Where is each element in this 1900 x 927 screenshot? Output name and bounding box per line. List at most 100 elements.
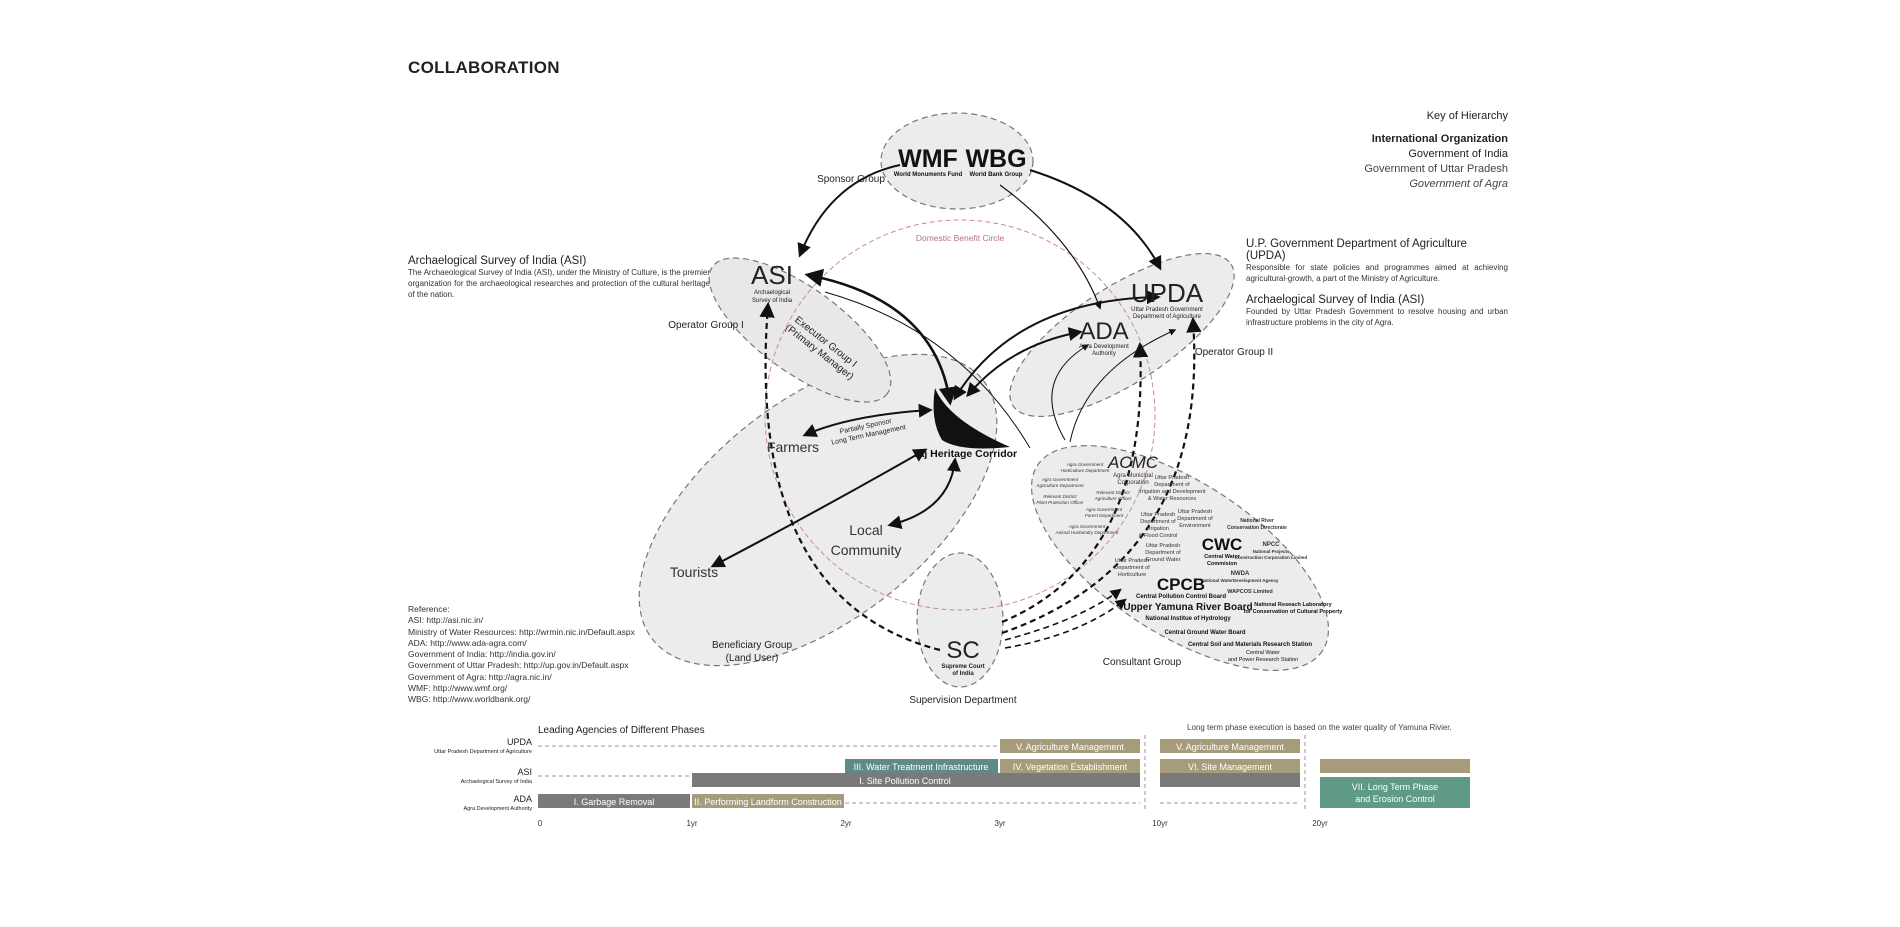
asi-right-description-body: Founded by Uttar Pradesh Government to r… <box>1246 307 1508 327</box>
consultant-text: Central Ground Water Board <box>1164 630 1245 636</box>
consultant-text: Agriculture Officer <box>1094 496 1132 501</box>
arrow-wmf-asi <box>797 164 901 258</box>
beneficiary-group-label-2: (Land User) <box>726 653 779 664</box>
key-level-india: Government of India <box>1408 148 1508 160</box>
reference-agra: Government of Agra: http://agra.nic.in/ <box>408 671 552 682</box>
arrow-consultant-upda <box>1069 329 1177 443</box>
phase-bar <box>692 773 1140 787</box>
reference-list: Reference: ASI: http://asi.nic.in/ Minis… <box>408 604 635 706</box>
cpcb-abbr: CPCB <box>1157 575 1205 594</box>
arrow-asi-thc <box>804 268 957 406</box>
consultant-text: National Projects <box>1253 549 1290 554</box>
tourists-label: Tourists <box>670 564 718 580</box>
asi-right-description-heading: Archaelogical Survey of India (ASI) <box>1246 294 1425 306</box>
phase-bar <box>692 794 844 808</box>
phase-bar <box>1160 759 1300 773</box>
consultant-text: Department of <box>1145 550 1181 556</box>
upda-description: U.P. Government Department of Agricultur… <box>1246 238 1508 284</box>
consultant-text: Uttar Pradesh <box>1155 475 1190 481</box>
phase-label: IV. Vegetation Establishment <box>1013 762 1128 772</box>
wmf-abbr: WMF <box>898 145 958 173</box>
reference-india: Government of India: http://india.gov.in… <box>408 649 556 660</box>
consultant-text: & Water Resources <box>1148 496 1196 502</box>
consultant-up-departments: Uttar Pradesh Department of Irrigation a… <box>1114 475 1307 595</box>
consultant-text: National Reseach Laboratory <box>1254 602 1332 608</box>
consultant-text: for Conservation of Cultural Property <box>1244 609 1344 615</box>
consultant-text: Forest Department <box>1085 513 1124 518</box>
tick-label: 10yr <box>1152 819 1168 828</box>
tick-label: 2yr <box>840 819 851 828</box>
consultant-text: Conservation Directorate <box>1227 525 1287 531</box>
consultant-bold-agencies: Upper Yamuna River Board National Reseac… <box>1123 602 1343 663</box>
acmc-abbr: ACMC <box>1107 453 1159 472</box>
timeline-note: Long term phase execution is based on th… <box>1187 723 1452 732</box>
consultant-text: Central Soil and Materials Research Stat… <box>1188 642 1312 648</box>
upda-description-body: Responsible for state policies and progr… <box>1246 263 1508 283</box>
phase-bar <box>538 794 690 808</box>
phase-label: II. Performing Landform Construction <box>694 797 842 807</box>
consultant-group-label: Consultant Group <box>1103 657 1182 668</box>
asi-description-heading: Archaelogical Survey of India (ASI) <box>408 255 587 267</box>
acmc-name-2: Corporation <box>1117 480 1148 486</box>
domestic-benefit-circle <box>764 219 1156 611</box>
consultant-text: National WaterDevelopment Agency <box>1202 578 1279 583</box>
arrow-sc-upda <box>1001 316 1202 635</box>
tick-label: 3yr <box>994 819 1005 828</box>
sc-abbr: SC <box>946 637 979 664</box>
consultant-text: Agra Government <box>1068 524 1106 529</box>
tick-label: 20yr <box>1312 819 1328 828</box>
consultant-text: Agra Government <box>1085 507 1123 512</box>
reference-heading: Reference: <box>408 604 450 614</box>
consultant-text: Animal Husbandry Department <box>1055 530 1120 535</box>
reference-wbg: WBG: http://www.worldbank.org/ <box>408 694 531 705</box>
consultant-text: Agra Government <box>1066 462 1104 467</box>
consultant-text: Department of <box>1154 482 1190 488</box>
phase-bar <box>1320 759 1470 773</box>
key-level-international: International Organization <box>1371 133 1508 145</box>
consultant-text: Agriculture Department <box>1035 483 1084 488</box>
asi-name-2: Survey of India <box>752 298 793 304</box>
reference-ada: ADA: http://www.ada-agra.com/ <box>408 637 527 648</box>
thc-label: Taj Heritage Corridor <box>913 448 1017 460</box>
consultant-text: Relevant District <box>1096 490 1130 495</box>
key-level-agra: Government of Agra <box>1409 178 1508 190</box>
consultant-text: Uttar Pradesh <box>1146 543 1181 549</box>
arrow-sc-ada <box>1001 341 1149 624</box>
upda-description-heading: U.P. Government Department of Agricultur… <box>1246 238 1467 262</box>
phase-label: III. Water Treatment Infrastructure <box>854 762 989 772</box>
taj-heritage-corridor-icon <box>933 388 1010 449</box>
timeline-row-labels: UPDA Uttar Pradesh Department of Agricul… <box>434 737 533 812</box>
tick-label: 1yr <box>686 819 697 828</box>
consultant-text: Uttar Pradesh <box>1178 509 1213 515</box>
consultant-text: Construction Corporation Limited <box>1235 555 1307 560</box>
consultant-text: Plant Protection Officer <box>1036 500 1084 505</box>
asi-description: Archaelogical Survey of India (ASI) The … <box>408 255 710 300</box>
phase-label: and Erosion Control <box>1355 794 1435 804</box>
consultant-text: Central Water <box>1246 650 1280 656</box>
reference-wmf: WMF: http://www.wmf.org/ <box>408 683 508 694</box>
reference-water-resources: Ministry of Water Resources: http://wrmi… <box>408 626 635 637</box>
consultant-text: Department of <box>1177 516 1213 522</box>
arrow-sc-consultants-b <box>1004 598 1127 649</box>
beneficiary-group-label-1: Beneficiary Group <box>712 640 792 651</box>
timeline-row-ada-name: Agra Development Authority <box>464 806 533 812</box>
supervision-label: Supervision Department <box>909 695 1016 706</box>
hierarchy-key: Key of Hierarchy International Organizat… <box>1364 109 1508 192</box>
supervision-ellipse <box>916 552 1004 688</box>
supervision-arrows <box>759 301 1202 652</box>
wbg-abbr: WBG <box>965 145 1026 173</box>
timeline-phases: V. Agriculture Management V. Agriculture… <box>538 739 1470 808</box>
phase-bar <box>1320 777 1470 808</box>
timeline-heading: Leading Agencies of Different Phases <box>538 725 705 736</box>
asi-description-body: The Archaeological Survey of India (ASI)… <box>408 268 710 299</box>
phase-label: VI. Site Management <box>1188 762 1273 772</box>
local-community-label-2: Community <box>831 542 902 558</box>
phase-bar <box>845 759 998 773</box>
asi-name-1: Archaelogical <box>754 290 790 296</box>
asi-right-description: Archaelogical Survey of India (ASI) Foun… <box>1246 294 1508 328</box>
domestic-circle-label: Domestic Benefit Circle <box>916 233 1005 243</box>
consultant-text: Upper Yamuna River Board <box>1123 602 1252 613</box>
consultant-agencies: Agra Government Horticulture Department … <box>1035 462 1131 535</box>
arrow-consultant-ada <box>1051 344 1090 441</box>
